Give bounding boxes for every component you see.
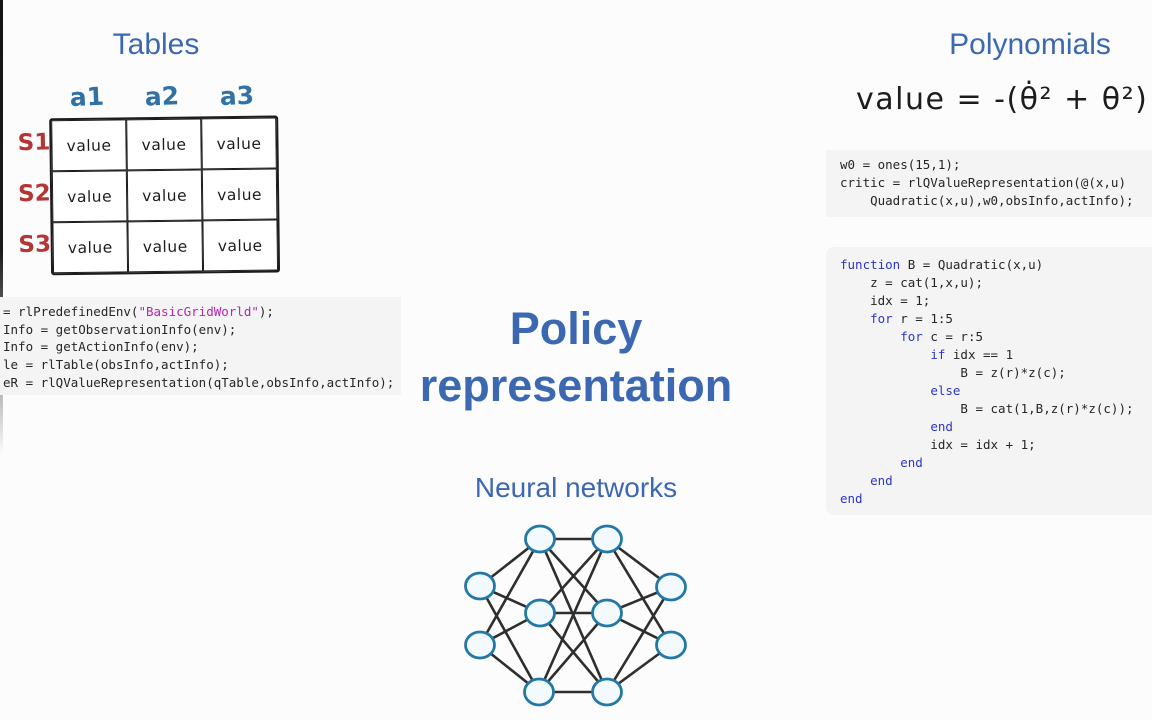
value-equation-text: value = -(θ̇² + θ²) +	[856, 82, 1152, 117]
code-line: for r = 1:5	[870, 311, 953, 326]
tables-section-title: Tables	[112, 28, 200, 61]
table-cell: value	[52, 221, 129, 274]
code-line: end	[900, 455, 923, 470]
nn-edge	[538, 612, 608, 693]
table-row-labels: S1 S2 S3	[17, 118, 52, 275]
polynomials-section-title: Polynomials	[949, 28, 1111, 61]
table-cell: value	[201, 117, 277, 170]
table-col-header-a2: a2	[144, 81, 180, 112]
table-row-label-s2: S2	[17, 180, 51, 208]
value-equation: value = -(θ̇² + θ²) +	[856, 82, 1152, 117]
critic-code-snippet: w0 = ones(15,1); critic = rlQValueReprese…	[826, 150, 1152, 217]
code-line: for c = r:5	[900, 329, 984, 344]
code-line: le = rlTable(obsInfo,actInfo);	[3, 357, 229, 373]
nn-edge	[478, 538, 542, 646]
table-cell: value	[126, 169, 203, 222]
code-line: z = cat(1,x,u);	[840, 275, 983, 290]
table-cell: value	[126, 118, 202, 171]
code-line: function B = Quadratic(x,u)	[840, 257, 1044, 272]
code-line: Info = getActionInfo(env);	[3, 339, 199, 355]
table-col-header-a3: a3	[219, 80, 255, 112]
nn-node	[523, 677, 555, 707]
nn-edge	[605, 586, 673, 693]
video-edge-artifact	[0, 0, 3, 455]
code-line: end	[870, 473, 893, 488]
code-line: if idx == 1	[930, 347, 1014, 362]
table-code-snippet: = rlPredefinedEnv("BasicGridWorld"); Info…	[0, 297, 401, 395]
nn-node	[591, 598, 623, 628]
code-line: end	[930, 419, 953, 434]
slide-title: Policy representation	[366, 300, 786, 414]
nn-node	[591, 524, 623, 554]
nn-node	[655, 630, 687, 660]
nn-node	[655, 572, 687, 602]
table-cell: value	[127, 220, 204, 273]
q-table-grid: value value value value value value valu…	[49, 115, 281, 276]
nn-node	[464, 571, 496, 601]
table-cell: value	[201, 168, 278, 221]
table-row-label-s3: S3	[18, 231, 52, 259]
nn-edge	[478, 585, 541, 693]
code-line: B = cat(1,B,z(r)*z(c));	[840, 401, 1134, 416]
nn-node	[591, 677, 623, 707]
code-line: idx = 1;	[840, 293, 931, 308]
table-cell: value	[51, 119, 127, 172]
code-line: Info = getObservationInfo(env);	[3, 321, 237, 337]
table-column-headers: a1 a2 a3	[49, 81, 278, 112]
nn-node	[464, 630, 496, 660]
nn-node	[524, 524, 556, 554]
q-table-drawing: a1 a2 a3 S1 S2 S3 value value value valu…	[17, 81, 281, 276]
table-row-label-s1: S1	[17, 129, 51, 157]
code-line: else	[930, 383, 961, 398]
code-line: idx = idx + 1;	[840, 437, 1036, 452]
code-line: = rlPredefinedEnv("BasicGridWorld");	[3, 304, 274, 319]
code-line: w0 = ones(15,1);	[840, 157, 961, 172]
neural-network-diagram	[464, 524, 687, 707]
nn-edge	[605, 538, 673, 646]
code-line: critic = rlQValueRepresentation(@(x,u)	[840, 175, 1126, 190]
code-line: B = z(r)*z(c);	[840, 365, 1066, 380]
code-line: end	[840, 491, 863, 506]
neural-networks-title: Neural networks	[474, 472, 678, 503]
slide-title-line1: Policy	[509, 303, 643, 354]
table-cell: value	[51, 170, 128, 223]
nn-node	[524, 598, 556, 628]
table-col-header-a1: a1	[69, 81, 105, 113]
code-line: Quadratic(x,u),w0,obsInfo,actInfo);	[840, 193, 1134, 208]
table-cell: value	[202, 219, 279, 272]
nn-edge	[539, 538, 608, 614]
quadratic-function-code-snippet: function B = Quadratic(x,u) z = cat(1,x,…	[826, 247, 1152, 515]
code-line: eR = rlQValueRepresentation(qTable,obsIn…	[3, 374, 395, 390]
nn-edge	[537, 538, 609, 693]
slide-title-line2: representation	[419, 360, 733, 411]
